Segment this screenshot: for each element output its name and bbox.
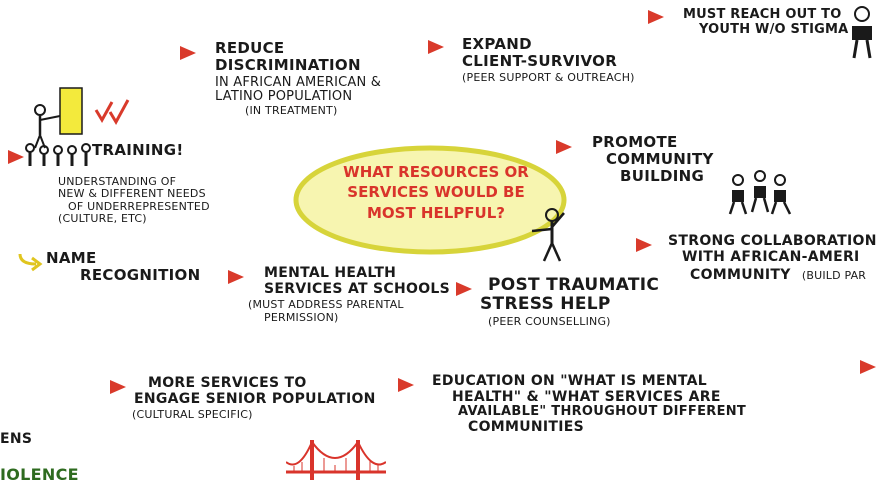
arrow-senior-services xyxy=(110,380,126,394)
note-education: Education on "What is Mental Health" & "… xyxy=(432,373,782,436)
arrow-mental-health-schools xyxy=(228,270,244,284)
youth-title-2: Youth w/o Stigma xyxy=(699,21,849,37)
schools-sub-1: (Must Address Parental xyxy=(248,298,404,312)
note-ptsd-help: Post Traumatic Stress Help (Peer Counsel… xyxy=(480,275,668,329)
reduce-sub: (in treatment) xyxy=(245,103,338,117)
note-mental-health-schools: Mental Health Services at Schools (Must … xyxy=(248,265,464,324)
community-title-2: Community xyxy=(606,149,714,168)
ptsd-title-2: Stress Help xyxy=(480,294,611,315)
arrow-edge-right xyxy=(860,360,876,374)
arrow-youth xyxy=(648,10,664,24)
arrow-expand xyxy=(428,40,444,54)
training-sub-1: Understanding of xyxy=(58,175,177,188)
community-title-3: Building xyxy=(620,166,705,185)
senior-sub: (Cultural Specific) xyxy=(132,408,253,422)
community-group-icon xyxy=(728,170,792,215)
arrow-collaboration xyxy=(636,238,652,252)
expand-title-2: Client-Survivor xyxy=(462,51,618,70)
central-ellipse xyxy=(293,145,567,255)
note-name-recognition: Name Recognition xyxy=(46,250,226,284)
arrow-education xyxy=(398,378,414,392)
note-community-building: Promote Community Building xyxy=(592,134,742,184)
training-class-icon xyxy=(25,87,130,166)
education-title-3: Available" Throughout Different xyxy=(458,404,747,420)
training-sub-3: of Underrepresented xyxy=(68,199,210,213)
training-sub-4: (Culture, etc) xyxy=(58,211,147,225)
expand-title-1: Expand xyxy=(462,35,532,53)
arrow-training xyxy=(8,150,24,164)
name-recognition-title-2: Recognition xyxy=(80,265,201,284)
central-line-3: Most Helpful? xyxy=(367,203,505,222)
senior-title-2: Engage Senior Population xyxy=(134,390,376,407)
schools-title-2: Services at Schools xyxy=(264,280,451,297)
youth-title-1: Must Reach Out To xyxy=(683,7,842,22)
training-title: Training! xyxy=(92,141,184,159)
arrow-reduce-discrimination xyxy=(180,46,196,60)
collaboration-sub: (Build Par xyxy=(801,269,867,283)
curved-arrow-icon xyxy=(18,253,43,272)
name-recognition-title-1: Name xyxy=(46,249,97,267)
note-reduce-discrimination: Reduce Discrimination in African America… xyxy=(215,40,435,117)
note-training-details: Understanding of New & Different Needs o… xyxy=(58,175,258,225)
note-senior-services: More Services to Engage Senior Populatio… xyxy=(132,375,384,422)
arrow-community-building xyxy=(556,140,572,154)
presenter-figure-icon xyxy=(531,208,565,262)
community-title-1: Promote xyxy=(592,133,678,151)
reduce-title-3: Latino Population xyxy=(215,89,353,105)
central-question: What Resources or Services Would Be Most… xyxy=(290,140,582,260)
reduce-title-1: Reduce Discrimination xyxy=(215,39,361,74)
note-youth-outreach: Must Reach Out To Youth w/o Stigma xyxy=(683,7,853,37)
arrow-ptsd xyxy=(456,282,472,296)
ptsd-title-1: Post Traumatic xyxy=(488,275,660,295)
central-question-text: What Resources or Services Would Be Most… xyxy=(290,162,582,223)
expand-sub: (Peer Support & Outreach) xyxy=(462,70,635,84)
note-expand-client-survivor: Expand Client-Survivor (Peer Support & O… xyxy=(462,36,682,84)
central-line-1: What Resources or xyxy=(343,163,529,181)
note-training-title: Training! xyxy=(92,142,262,159)
ptsd-sub: (Peer Counselling) xyxy=(488,315,611,329)
central-line-2: Services Would Be xyxy=(347,183,525,202)
schools-sub-2: Permission) xyxy=(264,310,339,324)
fragment-left-2: iolence xyxy=(0,465,79,484)
senior-title-1: More Services to xyxy=(148,375,307,391)
education-title-1: Education on "What is Mental xyxy=(432,373,707,389)
collaboration-title-2: with African-Ameri xyxy=(682,248,860,265)
reduce-title-2: in African American & xyxy=(215,74,382,90)
collaboration-title-3: Community xyxy=(690,267,791,284)
training-sub-2: New & Different Needs xyxy=(58,187,206,201)
youth-figure-icon xyxy=(852,6,872,59)
education-title-2: Health" & "What Services are xyxy=(452,388,721,405)
collaboration-title-1: Strong Collaboration xyxy=(668,234,877,249)
bridge-icon xyxy=(286,439,386,480)
education-title-4: Communities xyxy=(468,418,585,435)
schools-title-1: Mental Health xyxy=(264,265,397,281)
note-collaboration: Strong Collaboration with African-Ameri … xyxy=(668,234,883,284)
fragment-left-1: ens xyxy=(0,431,33,447)
